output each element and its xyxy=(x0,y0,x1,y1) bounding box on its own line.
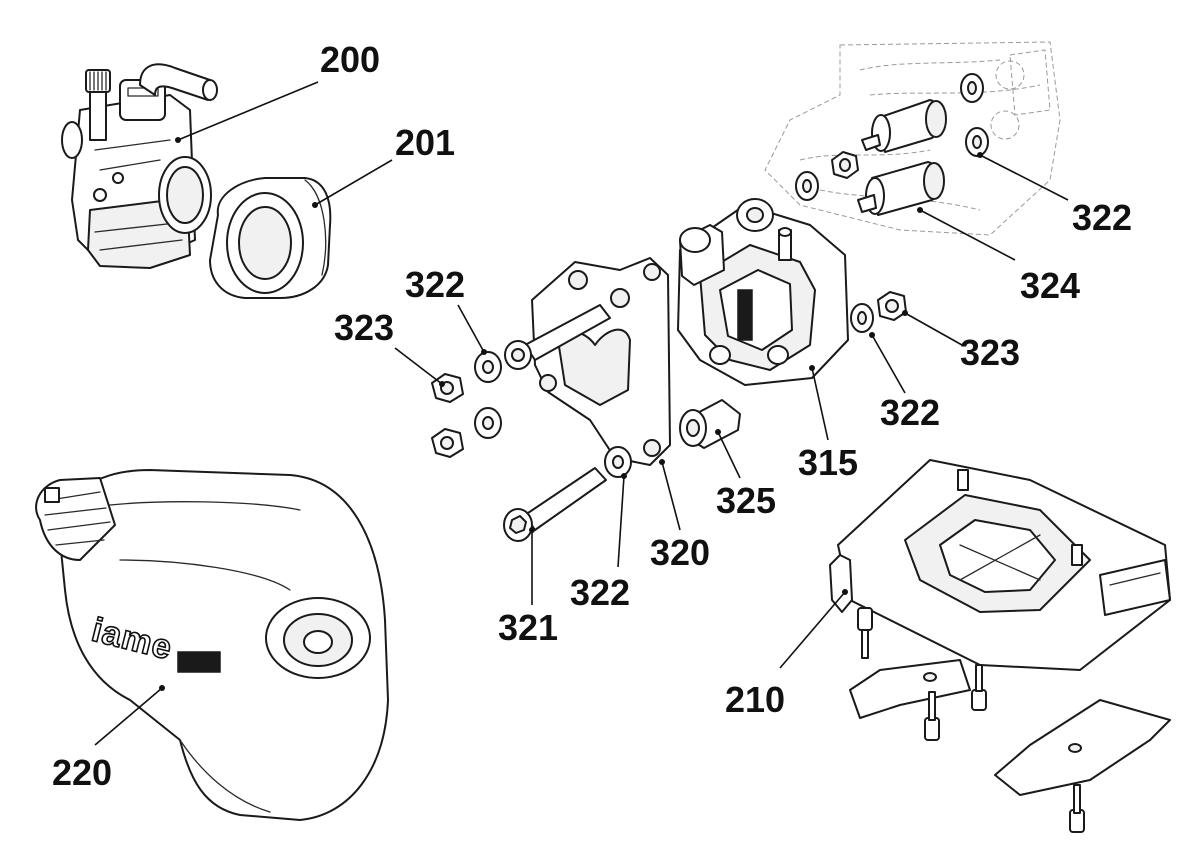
callout-320: 320 xyxy=(650,532,710,573)
callout-322-left: 322 xyxy=(405,264,465,305)
upper-bolt-part xyxy=(504,304,611,370)
callout-labels: 200 201 322 324 323 322 322 323 315 325 … xyxy=(52,39,1132,793)
leader-lines xyxy=(94,81,1069,746)
intake-silencer-part: iame xyxy=(35,469,389,821)
bracket-bolts xyxy=(857,607,1085,833)
callout-322-right: 322 xyxy=(880,392,940,433)
mounting-plate-part xyxy=(531,257,671,466)
reed-valve-part xyxy=(677,198,849,386)
callout-321: 321 xyxy=(498,607,558,648)
right-hardware xyxy=(850,291,907,333)
callout-210: 210 xyxy=(725,679,785,720)
callout-323-left: 323 xyxy=(334,307,394,348)
callout-315: 315 xyxy=(798,442,858,483)
support-bracket-part xyxy=(829,459,1171,833)
intake-rubber-part xyxy=(209,177,332,299)
callout-324: 324 xyxy=(1020,265,1080,306)
brand-plate xyxy=(177,651,221,673)
callout-220: 220 xyxy=(52,752,112,793)
callout-323-right: 323 xyxy=(960,332,1020,373)
engine-block-background xyxy=(764,41,1061,236)
callout-322-bottom: 322 xyxy=(570,572,630,613)
left-hardware xyxy=(431,351,632,478)
carburettor-part xyxy=(61,63,218,269)
callout-201: 201 xyxy=(395,122,455,163)
rubber-mounts-part xyxy=(857,99,947,216)
callout-200: 200 xyxy=(320,39,380,80)
callout-322-top-right: 322 xyxy=(1072,197,1132,238)
callout-325: 325 xyxy=(716,480,776,521)
bolt-321-part xyxy=(503,467,607,542)
spacer-part xyxy=(679,399,741,449)
mount-hardware xyxy=(795,73,989,201)
